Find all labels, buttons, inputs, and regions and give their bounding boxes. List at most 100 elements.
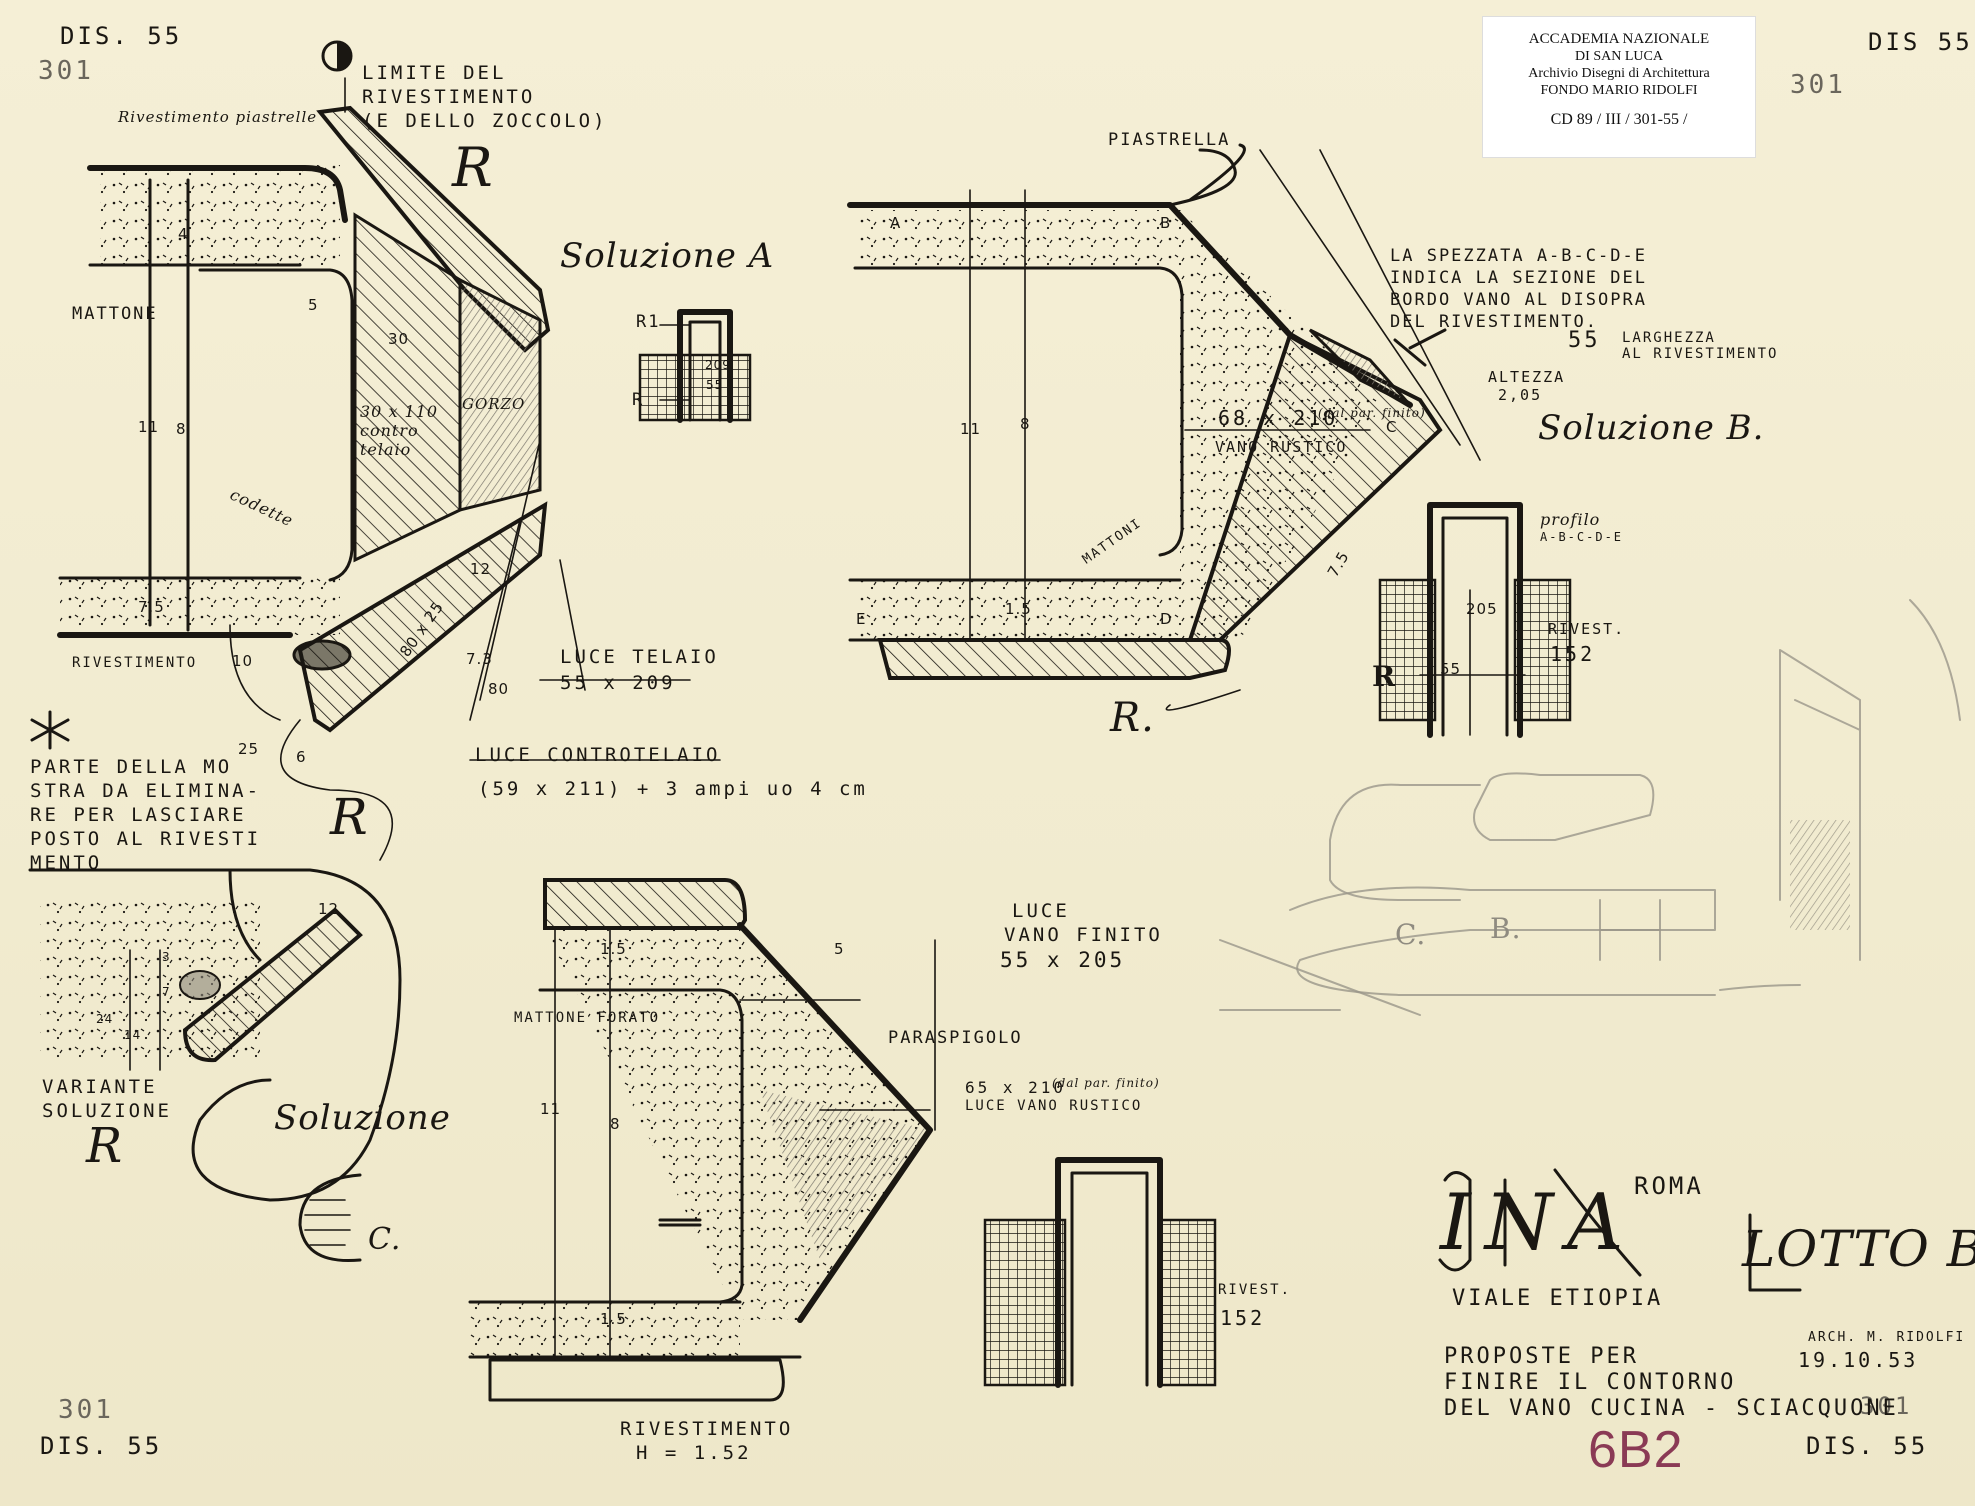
bead-detail — [292, 639, 352, 671]
b-jamb — [1308, 328, 1412, 407]
variante-dim-7: 7 — [162, 985, 171, 999]
variante-detail — [28, 868, 402, 1202]
b-vano-note: (dal par. finito) — [1318, 406, 1426, 420]
archive-stamp: ACCADEMIA NAZIONALE DI SAN LUCA Archivio… — [1482, 16, 1756, 158]
luce-leaders — [469, 679, 721, 761]
sketch-label-c: C. — [1395, 918, 1427, 951]
b-vano-rustico: VANO RUSTICO — [1215, 438, 1348, 456]
c-dim-verticals — [554, 929, 611, 1361]
point-e: E — [856, 610, 867, 628]
sketch-label-b: B. — [1490, 912, 1522, 945]
wall-bottom-fill — [60, 575, 340, 635]
rivestimento-piastrelle-label: Rivestimento piastrelle — [118, 108, 318, 126]
mark-r-top: R — [452, 136, 494, 199]
larghezza-value: 55 — [1568, 328, 1601, 353]
c-dim-5: 5 — [834, 940, 845, 958]
proposal-line-2: FINIRE IL CONTORNO — [1444, 1370, 1737, 1395]
dim-11: 11 — [138, 418, 160, 436]
b-mark-r-small: R — [1372, 660, 1397, 693]
paraspigolo-label: PARASPIGOLO — [888, 1028, 1023, 1048]
sketch-stroke2 — [1719, 984, 1801, 991]
stamp-line-4: FONDO MARIO RIDOLFI — [1540, 83, 1698, 98]
b-opening-top — [853, 266, 1184, 557]
sketch-elevation — [1779, 649, 1861, 961]
dim-12: 12 — [470, 560, 492, 578]
b-moulding — [1187, 332, 1443, 642]
eliminare-line-2: STRA DA ELIMINA- — [30, 780, 262, 802]
c-luce-line-2: VANO FINITO — [1004, 924, 1163, 946]
variante-dim-3: 3 — [162, 950, 171, 964]
ref-top-left-dis: DIS. 55 — [60, 22, 183, 50]
pencil-sketch — [1219, 599, 1961, 1016]
dim-verticals — [148, 178, 190, 632]
moulding-bottom — [297, 501, 548, 733]
c-vano-size: 65 x 210 — [965, 1078, 1067, 1097]
tile-grid-a — [638, 353, 752, 422]
b-dim-diagonals — [1259, 149, 1481, 461]
luce-controtelaio-label: LUCE CONTROTELAIO — [475, 744, 721, 766]
c-tick — [658, 1218, 702, 1227]
c-cladding-top — [543, 878, 748, 930]
limite-line-3: (E DELLO ZOCCOLO) — [362, 110, 608, 132]
drawing-date: 19.10.53 — [1798, 1348, 1919, 1372]
point-c: C — [1386, 418, 1398, 436]
solution-r-section — [57, 40, 721, 861]
c-luce-vano-rustico: LUCE VANO RUSTICO — [965, 1098, 1143, 1114]
b-r-leader — [1165, 689, 1241, 711]
profilo-line-1: profilo — [1540, 510, 1601, 529]
c-luce-value: 55 x 205 — [1000, 948, 1126, 972]
b-dim-205: 205 — [1466, 600, 1498, 618]
ref-bottom-left-num: 301 — [58, 1395, 114, 1425]
stamp-line-3: Archivio Disegni di Architettura — [1528, 66, 1710, 81]
door-inner-b — [1441, 516, 1509, 737]
spezzata-line-4: DEL RIVESTIMENTO. — [1390, 312, 1598, 332]
dim-7-3: 7.3 — [466, 650, 493, 668]
rivestimento-label: RIVESTIMENTO — [72, 655, 198, 671]
variante-dims — [129, 949, 161, 1071]
door-frame-c — [1055, 1157, 1163, 1388]
sketch-box — [1599, 899, 1661, 961]
eliminare-line-1: PARTE DELLA MO — [30, 756, 233, 778]
dim-diagonals — [469, 439, 586, 721]
c-vano-note: (dal par. finito) — [1052, 1076, 1160, 1090]
variante-bead — [179, 970, 221, 1000]
variante-moulding — [182, 907, 363, 1063]
b-dim-55: 55 — [1440, 660, 1462, 678]
b-riv-value: 152 — [1550, 642, 1596, 666]
c-luce-line-1: LUCE — [1012, 900, 1070, 922]
mattone-forato-label: MATTONE FORATO — [514, 1010, 661, 1026]
luce-telaio-value: 55 x 209 — [560, 672, 676, 694]
point-b: B — [1160, 214, 1172, 232]
variante-mark-r: R — [86, 1118, 124, 1174]
point-a: A — [890, 214, 902, 232]
title-lotto: LOTTO B. — [1742, 1220, 1975, 1278]
solution-a-elevation — [638, 309, 752, 423]
b-vano-size: 68 x 210 — [1218, 406, 1339, 430]
architect-name: ARCH. M. RIDOLFI — [1808, 1330, 1966, 1345]
door-frame-b — [1427, 502, 1523, 738]
variante-line-1: VARIANTE — [42, 1076, 158, 1098]
b-elev-dims — [1419, 589, 1526, 736]
altezza-line-1: ALTEZZA — [1488, 368, 1566, 386]
c-rivestimento-line-1: RIVESTIMENTO — [620, 1418, 794, 1440]
eliminare-line-5: MENTO — [30, 852, 103, 874]
b-dim-11: 11 — [960, 420, 982, 438]
title-flourish — [1438, 1168, 1802, 1292]
variante-line-2: SOLUZIONE — [42, 1100, 172, 1122]
luce-telaio-label: LUCE TELAIO — [560, 646, 719, 668]
variante-dim-12: 12 — [318, 900, 340, 918]
piastrella-label: PIASTRELLA — [1108, 130, 1231, 150]
spezzata-line-2: INDICA LA SEZIONE DEL — [1390, 268, 1647, 288]
dim-7-5: 7.5 — [138, 598, 165, 616]
b-wall-bottom-fill — [860, 580, 1180, 640]
ref-bottom-right-dis: DIS. 55 — [1806, 1432, 1929, 1460]
dim-10: 10 — [232, 652, 254, 670]
b-mark-r: R. — [1110, 695, 1155, 741]
c-opening — [538, 988, 744, 1304]
solution-b-plan — [847, 143, 1481, 711]
solution-a-title: Soluzione A — [560, 236, 775, 276]
dim-8: 8 — [176, 420, 187, 438]
dim-30: 30 — [388, 330, 410, 348]
ref-top-right-dis: DIS 55 — [1868, 28, 1973, 56]
sketch-stroke — [1909, 599, 1961, 721]
